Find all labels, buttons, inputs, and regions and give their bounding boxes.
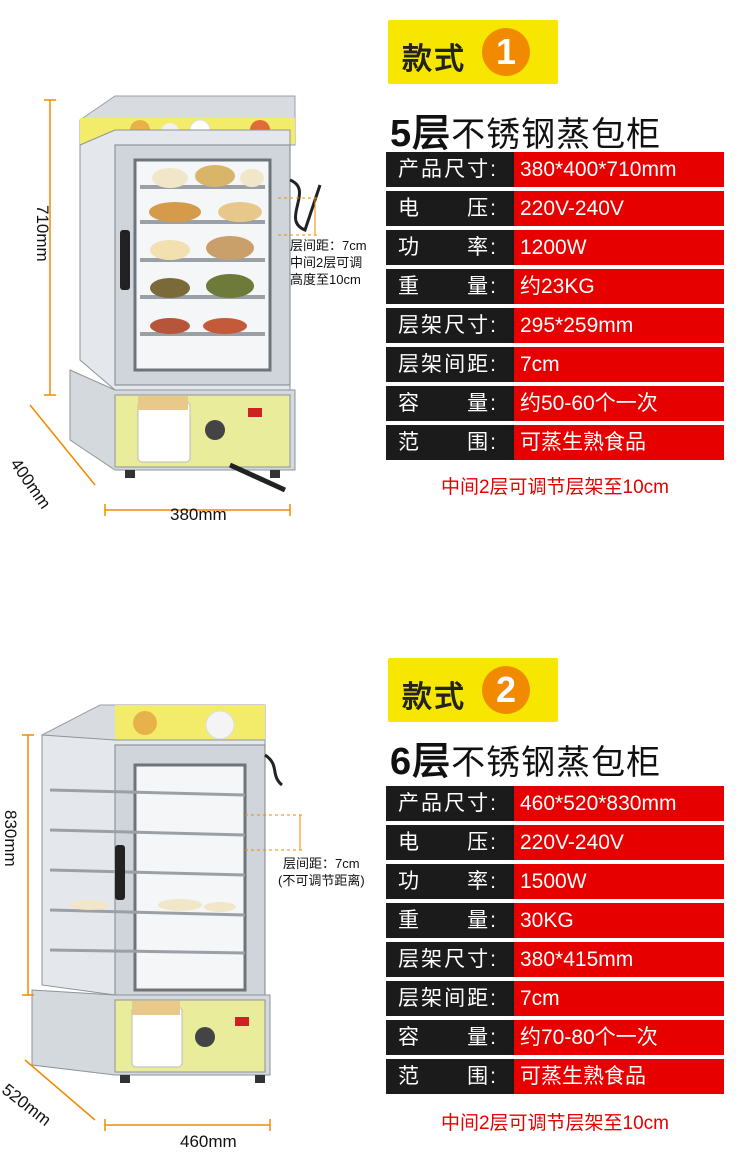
model-badge: 款式 2 — [388, 658, 558, 722]
spec-value: 可蒸生熟食品 — [514, 1059, 724, 1094]
shelf-spacing-line-2: (不可调节距离) — [278, 873, 365, 888]
spec-value: 约23KG — [514, 269, 724, 304]
model-2-section: 830mm 520mm 460mm 层间距：7cm (不可调节距离) 款式 2 … — [0, 640, 750, 1175]
adjustable-shelf-note: 中间2层可调节层架至10cm — [440, 477, 670, 498]
shelf-spacing-note: 层间距：7cm (不可调节距离) — [278, 855, 365, 889]
spec-value: 7cm — [514, 981, 724, 1016]
model-1-section: 710mm 400mm 380mm 层间距：7cm 中间2层可调 高度至10cm… — [0, 0, 750, 585]
spec-value: 380*400*710mm — [514, 152, 724, 187]
model-badge: 款式 1 — [388, 20, 558, 84]
model-title: 6层不锈钢蒸包柜 — [390, 730, 661, 785]
spec-row-scope: 范 围: 可蒸生熟食品 — [386, 425, 724, 460]
badge-text: 款式 — [402, 681, 466, 714]
shelf-group — [49, 788, 246, 955]
shelf-spacing-line-1: 层间距：7cm — [283, 856, 360, 871]
spec-row-capacity: 容 量: 约70-80个一次 — [386, 1020, 724, 1055]
spec-label: 功 率: — [398, 870, 496, 893]
badge-number: 2 — [482, 666, 530, 714]
spec-value: 30KG — [514, 903, 724, 938]
spec-label: 层架尺寸: — [398, 314, 496, 337]
model-title-name: 不锈钢蒸包柜 — [451, 744, 662, 782]
spec-value: 约50-60个一次 — [514, 386, 724, 421]
spec-label: 层架尺寸: — [398, 948, 496, 971]
badge-text: 款式 — [402, 43, 466, 76]
spec-value: 可蒸生熟食品 — [514, 425, 724, 460]
spec-table: 产品尺寸: 460*520*830mm 电 压: 220V-240V 功 率: 150… — [386, 786, 724, 1098]
spec-label: 电 压: — [398, 197, 496, 220]
spec-row-power: 功 率: 1500W — [386, 864, 724, 899]
spec-label: 产品尺寸: — [398, 792, 496, 815]
shelf-spacing-line-1: 层间距：7cm — [290, 238, 367, 253]
spec-label: 层架间距: — [398, 987, 496, 1010]
spec-label: 功 率: — [398, 236, 496, 259]
spec-row-weight: 重 量: 30KG — [386, 903, 724, 938]
spec-row-shelf-spacing: 层架间距: 7cm — [386, 347, 724, 382]
spec-row-shelf-spacing: 层架间距: 7cm — [386, 981, 724, 1016]
spec-value: 1200W — [514, 230, 724, 265]
spec-value: 295*259mm — [514, 308, 724, 343]
spec-label: 层架间距: — [398, 353, 496, 376]
spec-value: 460*520*830mm — [514, 786, 724, 821]
spec-row-shelf-size: 层架尺寸: 380*415mm — [386, 942, 724, 977]
shelf-spacing-line-2: 中间2层可调 — [290, 255, 363, 270]
spec-label: 容 量: — [398, 392, 496, 415]
spec-value: 约70-80个一次 — [514, 1020, 724, 1055]
shelf-group — [140, 165, 265, 336]
model-title: 5层不锈钢蒸包柜 — [390, 102, 661, 157]
spec-row-capacity: 容 量: 约50-60个一次 — [386, 386, 724, 421]
spec-label: 容 量: — [398, 1026, 496, 1049]
spec-row-power: 功 率: 1200W — [386, 230, 724, 265]
spec-row-size: 产品尺寸: 380*400*710mm — [386, 152, 724, 187]
dimension-height-label: 830mm — [1, 810, 20, 867]
spec-row-size: 产品尺寸: 460*520*830mm — [386, 786, 724, 821]
dimension-width-label: 380mm — [170, 505, 227, 524]
shelf-spacing-line-3: 高度至10cm — [290, 272, 361, 287]
spec-row-voltage: 电 压: 220V-240V — [386, 191, 724, 226]
spec-label: 范 围: — [398, 431, 496, 454]
spec-table: 产品尺寸: 380*400*710mm 电 压: 220V-240V 功 率: 120… — [386, 152, 724, 464]
spec-value: 220V-240V — [514, 825, 724, 860]
adjustable-shelf-note: 中间2层可调节层架至10cm — [440, 1113, 670, 1134]
model-title-layers: 6层 — [390, 741, 452, 783]
badge-number: 1 — [482, 28, 530, 76]
spec-row-shelf-size: 层架尺寸: 295*259mm — [386, 308, 724, 343]
model-title-name: 不锈钢蒸包柜 — [451, 116, 662, 154]
spec-value: 220V-240V — [514, 191, 724, 226]
spec-label: 重 量: — [398, 909, 496, 932]
spec-row-scope: 范 围: 可蒸生熟食品 — [386, 1059, 724, 1094]
spec-row-weight: 重 量: 约23KG — [386, 269, 724, 304]
shelf-spacing-note: 层间距：7cm 中间2层可调 高度至10cm — [290, 237, 367, 288]
dimension-height-label: 710mm — [33, 205, 52, 262]
spec-value: 1500W — [514, 864, 724, 899]
spec-value: 380*415mm — [514, 942, 724, 977]
model-title-layers: 5层 — [390, 113, 452, 155]
dimension-width-label: 460mm — [180, 1132, 237, 1151]
spec-label: 产品尺寸: — [398, 158, 496, 181]
spec-row-voltage: 电 压: 220V-240V — [386, 825, 724, 860]
spec-value: 7cm — [514, 347, 724, 382]
spec-label: 范 围: — [398, 1065, 496, 1088]
spec-label: 电 压: — [398, 831, 496, 854]
steamer-cabinet-6-layer-illustration — [22, 704, 305, 1131]
spec-label: 重 量: — [398, 275, 496, 298]
steamer-cabinet-5-layer-illustration — [29, 95, 322, 516]
